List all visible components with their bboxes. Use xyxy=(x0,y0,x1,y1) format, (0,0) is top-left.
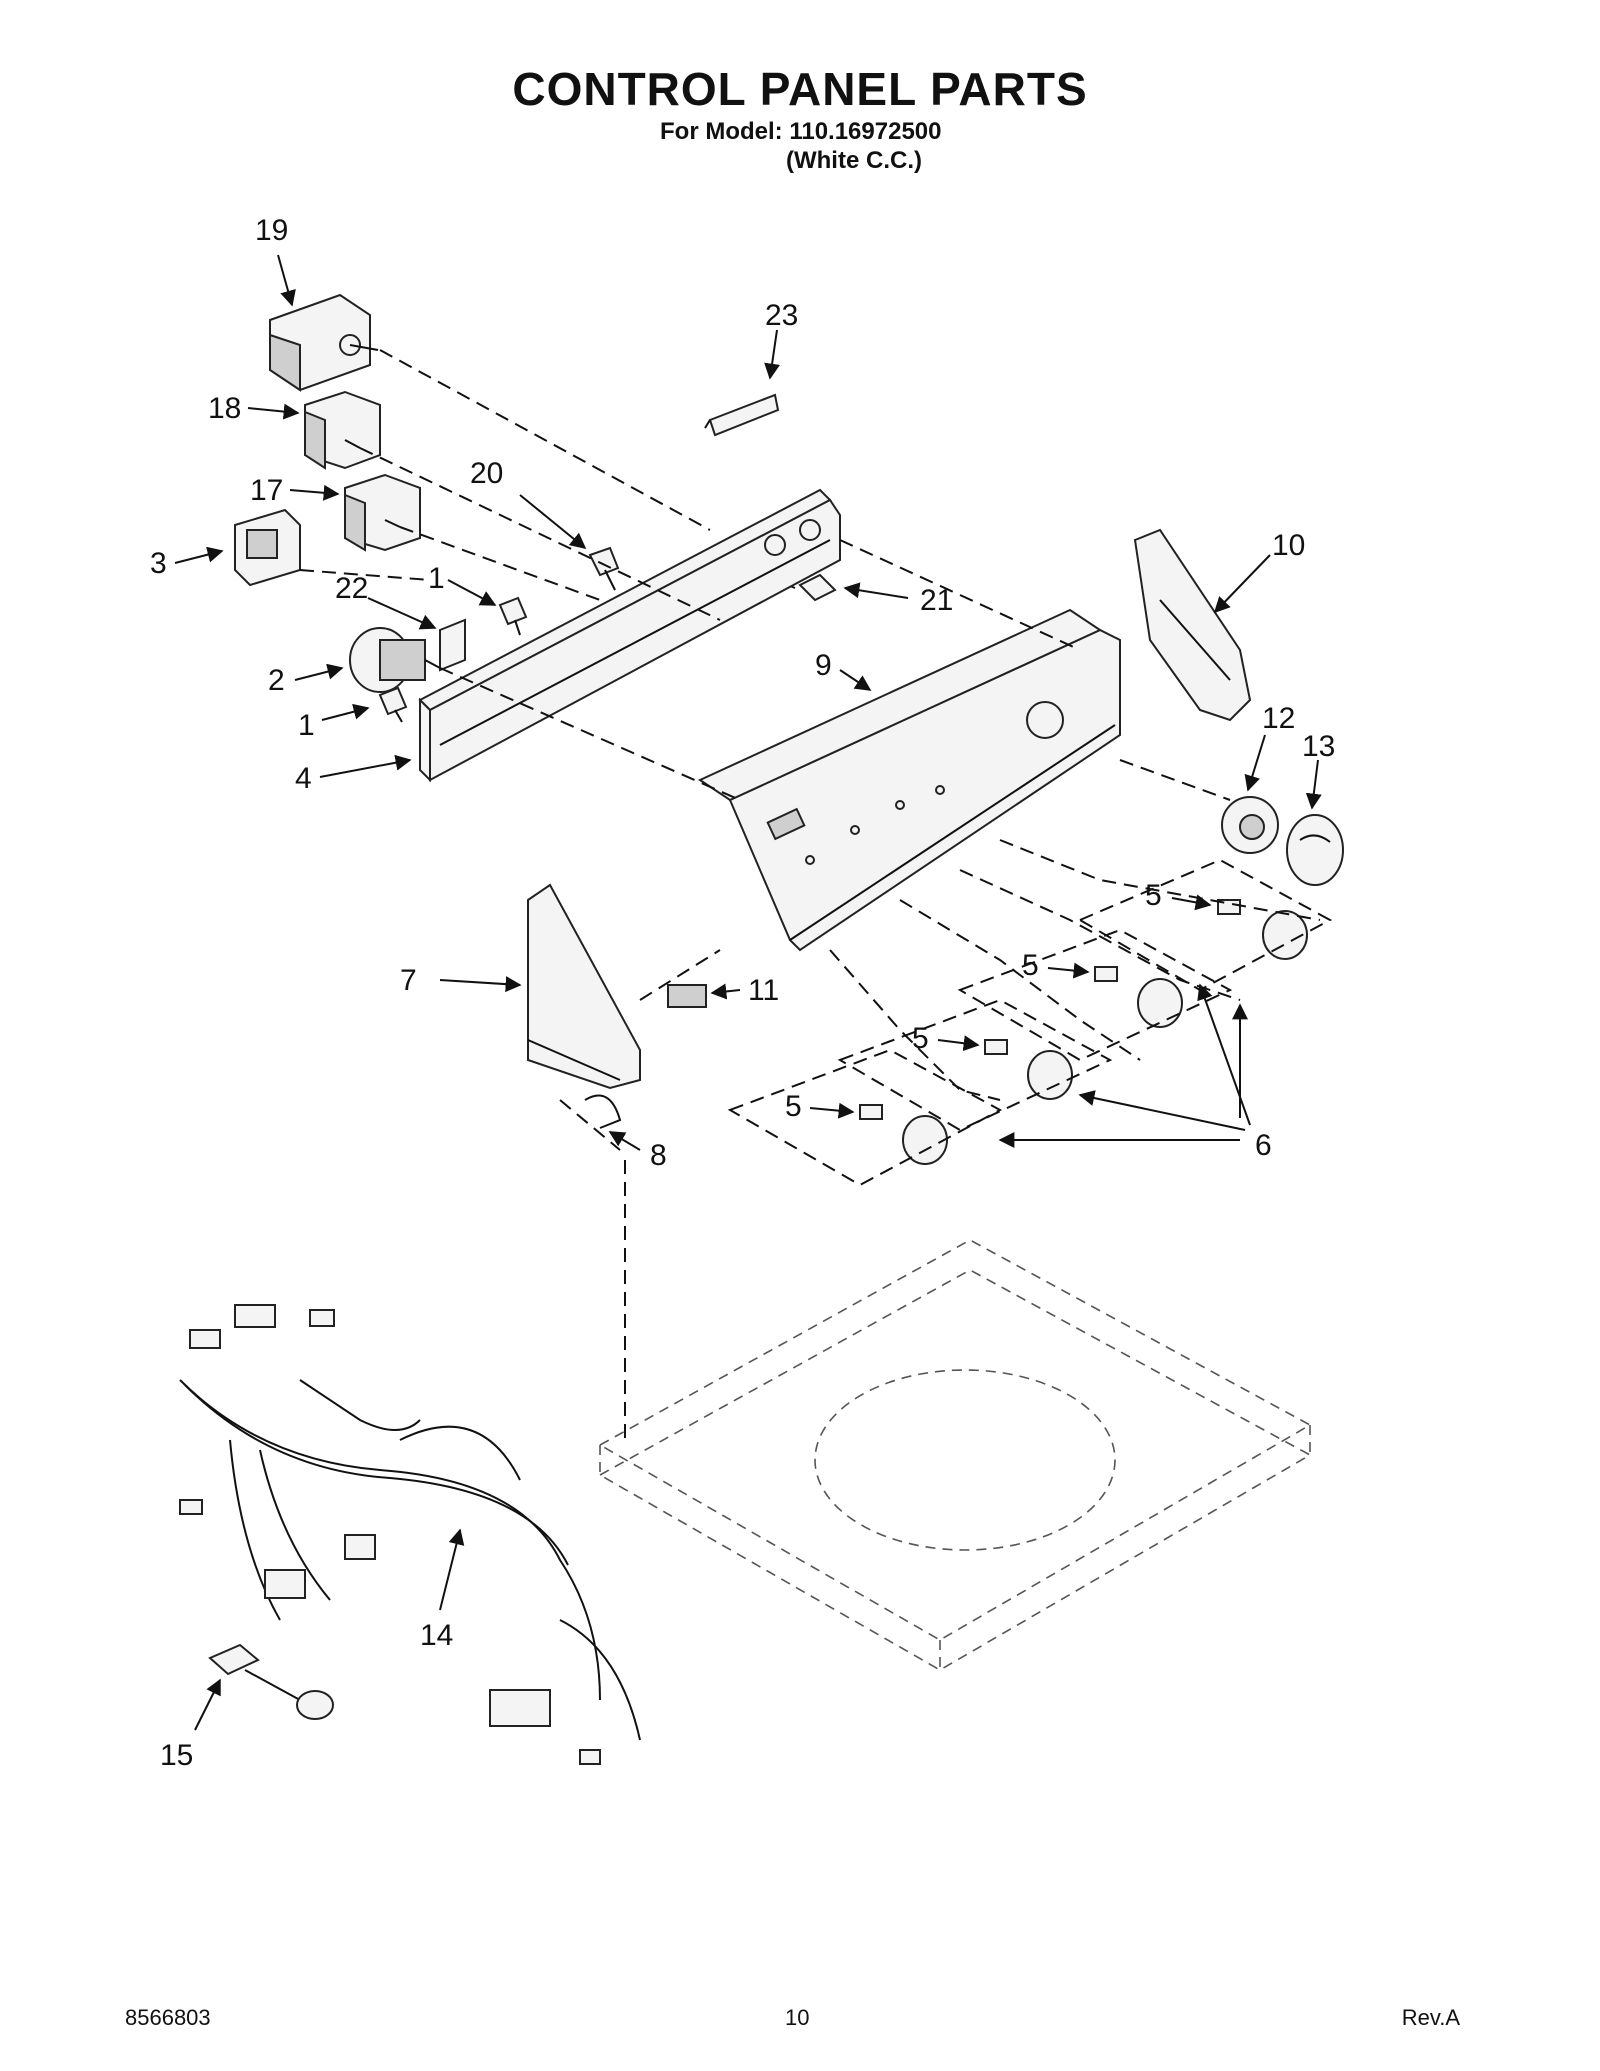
part-22-bracket xyxy=(439,618,466,672)
part-5d-insert xyxy=(859,1104,883,1120)
page-number: 10 xyxy=(785,2005,810,2030)
part-13-knob xyxy=(1286,814,1344,886)
callout-13: 13 xyxy=(1302,730,1335,763)
part-20-screw xyxy=(588,546,620,591)
cabinet-top-phantom xyxy=(598,1239,1312,1671)
callout-1a: 1 xyxy=(428,562,445,595)
callout-12: 12 xyxy=(1262,702,1295,735)
part-1b-screw xyxy=(378,686,408,723)
callout-15: 15 xyxy=(160,1739,193,1772)
document-number: 8566803 xyxy=(125,2005,211,2030)
callout-10: 10 xyxy=(1272,529,1305,562)
callout-5b: 5 xyxy=(1022,949,1039,982)
callout-18: 18 xyxy=(208,392,241,425)
callout-19: 19 xyxy=(255,214,288,247)
leader-arrows xyxy=(174,254,1322,1731)
callout-6: 6 xyxy=(1255,1129,1272,1162)
callout-5c: 5 xyxy=(912,1022,929,1055)
callout-5d: 5 xyxy=(785,1090,802,1123)
part-5c-insert xyxy=(984,1039,1008,1055)
part-1a-screw xyxy=(498,596,528,636)
part-11-badge xyxy=(667,984,707,1008)
callout-11: 11 xyxy=(748,974,779,1007)
part-4-bracket xyxy=(418,488,841,783)
part-15-sensor xyxy=(208,1643,334,1720)
callout-2: 2 xyxy=(268,664,285,697)
part-17-switch xyxy=(344,473,421,552)
part-8-clip xyxy=(584,1094,622,1129)
part-12-seal xyxy=(1221,796,1279,854)
assembly-lines xyxy=(299,349,1333,1445)
part-6d-knob xyxy=(902,1115,948,1165)
callout-5a: 5 xyxy=(1145,879,1162,912)
callout-9: 9 xyxy=(815,649,832,682)
part-2-selector xyxy=(349,627,441,693)
part-19-timer xyxy=(269,293,379,392)
part-10-endcap xyxy=(1133,528,1252,722)
part-23-bracket xyxy=(704,393,780,437)
callout-22: 22 xyxy=(335,572,368,605)
callout-3: 3 xyxy=(150,547,167,580)
part-18-switch xyxy=(304,390,381,470)
callout-1b: 1 xyxy=(298,709,315,742)
callout-14: 14 xyxy=(420,1619,453,1652)
model-variant: (White C.C.) xyxy=(786,147,922,174)
part-6a-knob xyxy=(1262,910,1308,960)
part-5b-insert xyxy=(1094,966,1118,982)
callout-23: 23 xyxy=(765,299,798,332)
page-title: CONTROL PANEL PARTS xyxy=(512,63,1088,115)
callout-21: 21 xyxy=(920,584,953,617)
callout-7: 7 xyxy=(400,964,417,997)
model-line: For Model: 110.16972500 xyxy=(660,118,942,145)
part-3-switch xyxy=(234,508,301,587)
screw-parts xyxy=(378,393,837,723)
callout-labels: 19 23 18 17 20 3 22 1 10 21 9 2 1 12 13 … xyxy=(150,214,1335,1772)
revision-label: Rev.A xyxy=(1401,2005,1460,2030)
part-6b-knob xyxy=(1137,978,1183,1028)
callout-8: 8 xyxy=(650,1139,667,1172)
part-9-console xyxy=(697,608,1121,952)
callout-4: 4 xyxy=(295,762,312,795)
part-7-endcap xyxy=(527,883,641,1090)
knob-assemblies xyxy=(859,899,1308,1165)
callout-17: 17 xyxy=(250,474,283,507)
callout-20: 20 xyxy=(470,457,503,490)
part-6c-knob xyxy=(1027,1050,1073,1100)
part-14-harness xyxy=(179,1304,641,1765)
